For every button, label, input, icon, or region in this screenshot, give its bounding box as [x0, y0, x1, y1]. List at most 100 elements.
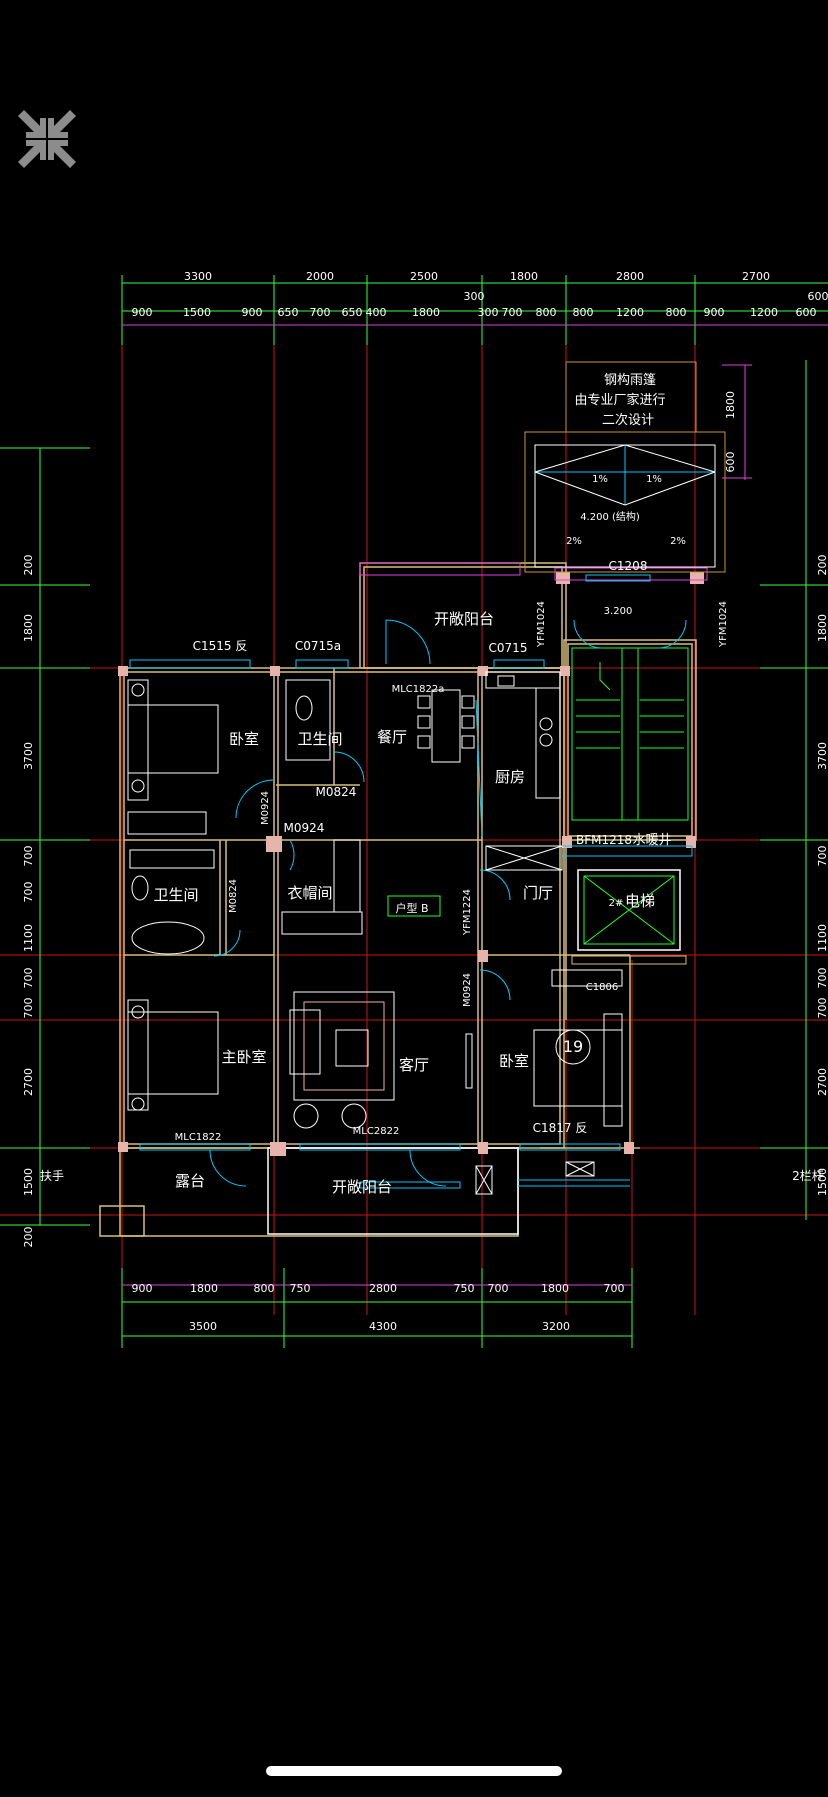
dim-top-main-2: 2000 — [306, 270, 334, 283]
dim-top-sub-7: 400 — [366, 306, 387, 319]
window-c0715: C0715 — [489, 641, 528, 655]
dim-left-6: 1100 — [22, 924, 35, 952]
dim-top-sub-15: 800 — [666, 306, 687, 319]
unit-type-label: 户型 B — [395, 901, 428, 915]
dim-right-7: 1100 — [816, 924, 828, 952]
room-terrace: 露台 — [175, 1172, 205, 1190]
collapse-arrows-icon — [14, 106, 80, 172]
steel-canopy — [360, 362, 725, 580]
dim-bottom-main-2: 4300 — [369, 1320, 397, 1333]
canopy-note-3: 二次设计 — [602, 412, 654, 428]
dim-right-1: 1800 — [724, 391, 737, 419]
dim-left-10: 1500 — [22, 1168, 35, 1196]
dim-bottom-sub-5: 2800 — [369, 1282, 397, 1295]
home-indicator[interactable] — [266, 1766, 562, 1776]
dim-left-8: 700 — [22, 998, 35, 1019]
slope-1: 1% — [592, 474, 608, 485]
window-c1806: C1806 — [586, 982, 618, 993]
dim-right-4: 1800 — [816, 614, 828, 642]
elevator-number: 19 — [563, 1037, 583, 1056]
room-foyer: 门厅 — [523, 884, 553, 902]
room-open-balcony-top: 开敞阳台 — [434, 610, 494, 628]
dim-top-sub-17: 1200 — [750, 306, 778, 319]
dim-right-5: 3700 — [816, 742, 828, 770]
furniture — [128, 672, 622, 1194]
window-c1817: C1817 反 — [533, 1121, 588, 1135]
slope-2: 1% — [646, 474, 662, 485]
dim-left-4: 700 — [22, 846, 35, 867]
door-yfm1224: YFM1224 — [462, 889, 473, 936]
slope-3: 2% — [566, 536, 582, 547]
room-bedroom-1: 卧室 — [229, 730, 259, 748]
dim-top-sub-19: 600 — [808, 290, 828, 303]
room-elevator: 电梯 — [625, 892, 655, 910]
dim-top-sub-1: 900 — [132, 306, 153, 319]
room-dining: 餐厅 — [377, 728, 407, 746]
door-m0824-b: M0824 — [228, 879, 239, 913]
dim-top-sub-10: 300 — [478, 306, 499, 319]
dim-right-2: 600 — [724, 452, 737, 473]
door-m0824-a: M0824 — [316, 785, 357, 799]
stair-core — [572, 648, 688, 820]
dim-bottom-main-1: 3500 — [189, 1320, 217, 1333]
elevator-tag: 2# — [609, 898, 624, 909]
collapse-fullscreen-button[interactable] — [14, 106, 80, 172]
door-m0924-a: M0924 — [284, 821, 325, 835]
window-c0715a: C0715a — [295, 639, 341, 653]
handrail-right: 2栏杆 — [792, 1168, 824, 1183]
dim-top-sub-12: 800 — [536, 306, 557, 319]
dim-left-2: 1800 — [22, 614, 35, 642]
dim-right-3: 200 — [816, 555, 828, 576]
dim-top-main-4: 1800 — [510, 270, 538, 283]
dim-top-main-1: 3300 — [184, 270, 212, 283]
room-closet: 衣帽间 — [287, 884, 332, 902]
dim-right-6: 700 — [816, 846, 828, 867]
room-bath-1: 卫生间 — [297, 730, 342, 748]
dim-bottom-sub-6: 750 — [454, 1282, 475, 1295]
room-kitchen: 厨房 — [495, 768, 525, 786]
dim-top-sub-8: 1800 — [412, 306, 440, 319]
dim-left-11: 200 — [22, 1227, 35, 1248]
door-m0924-c: M0924 — [462, 973, 473, 1007]
dim-bottom-sub-7: 700 — [488, 1282, 509, 1295]
dim-top-sub-2: 1500 — [183, 306, 211, 319]
dim-bottom-sub-3: 800 — [254, 1282, 275, 1295]
dim-top-sub-18: 600 — [796, 306, 817, 319]
dim-top-sub-9: 300 — [464, 290, 485, 303]
dim-top-main-6: 2700 — [742, 270, 770, 283]
dim-top-sub-5: 700 — [310, 306, 331, 319]
dim-left-1: 200 — [22, 555, 35, 576]
dim-bottom-sub-9: 700 — [604, 1282, 625, 1295]
room-water-shaft: 水暖井 — [632, 833, 671, 848]
room-bath-2: 卫生间 — [153, 886, 198, 904]
window-c1208: C1208 — [609, 559, 648, 573]
dim-top-sub-13: 800 — [573, 306, 594, 319]
door-m0924-b: M0924 — [260, 791, 271, 825]
dim-right-9: 700 — [816, 998, 828, 1019]
dim-top-sub-14: 1200 — [616, 306, 644, 319]
elevation-1: 4.200 (结构) — [580, 510, 640, 523]
dim-top-main-3: 2500 — [410, 270, 438, 283]
dim-top-sub-16: 900 — [704, 306, 725, 319]
elevation-2: 3.200 — [604, 606, 633, 617]
dim-left-9: 2700 — [22, 1068, 35, 1096]
dim-top-sub-6: 650 — [342, 306, 363, 319]
canopy-note-1: 钢构雨篷 — [604, 373, 656, 388]
door-mlc2822: MLC2822 — [353, 1126, 400, 1137]
dim-left-5: 700 — [22, 882, 35, 903]
room-open-balcony-bottom: 开敞阳台 — [332, 1178, 392, 1196]
window-c1515: C1515 反 — [193, 639, 248, 653]
dim-top-sub-4: 650 — [278, 306, 299, 319]
room-bedroom-2: 卧室 — [499, 1052, 529, 1070]
dim-top-main-5: 2800 — [616, 270, 644, 283]
dim-bottom-sub-1: 900 — [132, 1282, 153, 1295]
slope-4: 2% — [670, 536, 686, 547]
dim-bottom-sub-4: 750 — [290, 1282, 311, 1295]
dim-right-10: 2700 — [816, 1068, 828, 1096]
dim-top-sub-3: 900 — [242, 306, 263, 319]
dim-left-7: 700 — [22, 968, 35, 989]
handrail-left: 扶手 — [40, 1168, 64, 1183]
dim-left-3: 3700 — [22, 742, 35, 770]
